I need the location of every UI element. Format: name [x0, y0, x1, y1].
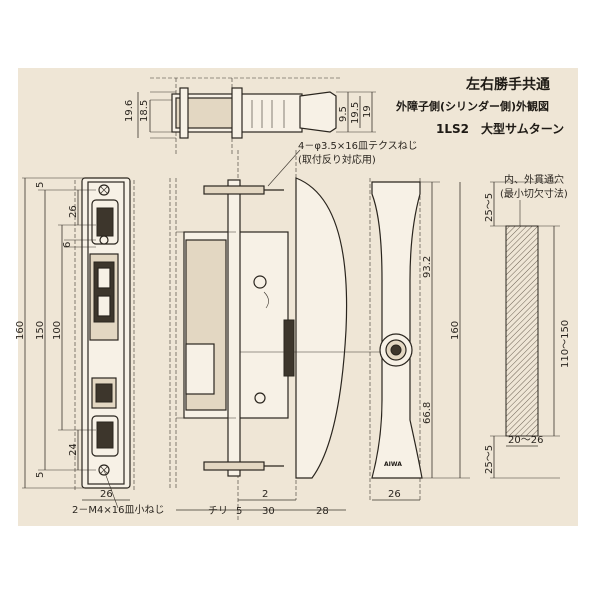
- side-section-view: 4－φ3.5×16皿テクスねじ (取付反り対応用) 2 チリ 5 30 28: [169, 140, 418, 520]
- bottom-screw-note: 2－M4×16皿小ねじ: [72, 504, 164, 516]
- dim-side-2: 2: [262, 489, 268, 500]
- cutout-view: 25～5 110～150 25～5 20～26 内、外貫通穴 (最小切欠寸法): [484, 173, 571, 479]
- dim-plate-24: 24: [68, 443, 79, 456]
- dim-side-30: 30: [262, 506, 275, 517]
- screw-note-sub: (取付反り対応用): [298, 153, 376, 166]
- dim-plate-total: 160: [15, 321, 26, 340]
- dim-plate-26: 26: [68, 205, 79, 218]
- dim-plate-5-bottom: 5: [35, 472, 46, 478]
- front-plate-view: 160 150 100 26 6 24 5 5 26 2－M4×16皿小ねじ: [15, 177, 164, 516]
- title-line1: 左右勝手共通: [465, 76, 550, 93]
- dim-top-left-b: 18.5: [139, 100, 150, 122]
- title-line2: 外障子側(シリンダー側)外観図: [395, 99, 549, 113]
- dim-top-right-b: 19.5: [350, 102, 361, 124]
- dim-plate-6: 6: [62, 242, 73, 248]
- dim-hole-110: 110～150: [560, 320, 571, 368]
- dim-top-right-c: 19: [362, 105, 373, 118]
- handle-front-view: AIWA 93.2 160 66.8 26: [369, 178, 470, 501]
- dim-plate-mid: 150: [35, 321, 46, 340]
- dim-hole-25a: 25～5: [484, 193, 495, 222]
- title-line3: 1LS2 大型サムターン: [436, 121, 564, 136]
- clearance-label: チリ: [208, 505, 228, 517]
- dim-handle-668: 66.8: [422, 402, 433, 424]
- dim-side-chiri: 5: [236, 506, 242, 517]
- dim-handle-93: 93.2: [422, 256, 433, 278]
- dim-handle-width: 26: [388, 489, 401, 500]
- dim-side-28: 28: [316, 506, 329, 517]
- hole-note-sub: (最小切欠寸法): [500, 187, 568, 200]
- dim-top-left-a: 19.6: [124, 100, 135, 122]
- dim-hole-25b: 25～5: [484, 445, 495, 474]
- dim-plate-inner: 100: [52, 321, 63, 340]
- brand-label: AIWA: [384, 461, 402, 468]
- dim-handle-160: 160: [450, 321, 461, 340]
- dim-top-right-a: 9.5: [338, 106, 349, 122]
- dim-plate-width: 26: [100, 489, 113, 500]
- dim-hole-width: 20～26: [508, 435, 543, 446]
- hole-note: 内、外貫通穴: [504, 173, 564, 186]
- screw-note: 4－φ3.5×16皿テクスねじ: [298, 140, 418, 152]
- top-view: 19.6 18.5 9.5 19.5 19: [124, 77, 376, 155]
- dim-plate-5-top: 5: [35, 182, 46, 188]
